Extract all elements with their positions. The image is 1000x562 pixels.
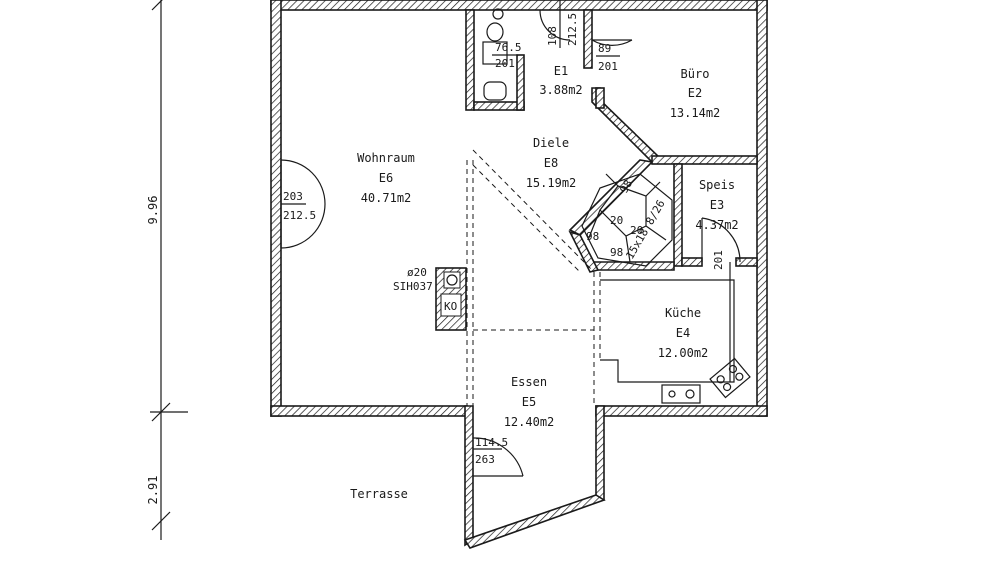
room-essen: Essen E5 12.40m2 [504,375,555,429]
room-code: E5 [522,395,536,409]
dashed-boundaries [466,149,601,406]
room-code: E3 [710,198,724,212]
room-name: Wohnraum [357,151,415,165]
room-buero: Büro E2 13.14m2 [670,67,721,120]
chimney-size: ø20 [407,266,427,279]
room-area: 12.00m2 [658,346,709,360]
stair-step-1: 20 [630,224,643,237]
essen-door-top: 114.5 [475,436,508,449]
buero-door-bottom: 201 [598,60,618,73]
speis-door-label: 201 [712,250,725,270]
room-code: E2 [688,86,702,100]
room-code: E8 [544,156,558,170]
wohnraum-window-bottom: 212.5 [283,209,316,222]
dimension-line [150,0,188,540]
room-code: E1 [554,64,568,78]
stair-step-2: 20 [610,214,623,227]
room-name: Diele [533,136,569,150]
room-area: 13.14m2 [670,106,721,120]
room-name: Büro [681,67,710,81]
room-speis: Speis E3 4.37m2 [695,178,738,232]
room-diele: Diele E8 15.19m2 [526,136,577,190]
room-code: E4 [676,326,690,340]
buero-door-top: 89 [598,42,611,55]
wc-door-top: 108 [546,26,559,46]
chimney-type: SIH037 [393,280,433,293]
terrasse-label: Terrasse [350,487,408,501]
room-code: E6 [379,171,393,185]
stair-step-4: 98 [586,230,599,243]
wc-window-bottom: 201 [495,57,515,70]
wohnraum-window-top: 203 [283,190,303,203]
kitchen-appliances [661,357,751,404]
door-swings [280,9,741,477]
terrace-depth-dimension: 2.91 [146,476,160,505]
overall-height-dimension: 9.96 [146,196,160,225]
room-name: Küche [665,306,701,320]
room-kueche: Küche E4 12.00m2 [658,306,709,360]
outer-walls [270,0,768,549]
chimney-ko: KO [444,300,457,313]
room-area: 12.40m2 [504,415,555,429]
room-area: 4.37m2 [695,218,738,232]
interior-walls [465,9,758,383]
wc-fixtures [482,8,508,101]
chimney [435,267,467,331]
staircase [581,173,673,267]
room-wohnraum: Wohnraum E6 40.71m2 [357,151,415,205]
room-wc: E1 3.88m2 [539,64,582,97]
wc-window-top: 76.5 [495,41,522,54]
stair-step-3: 98 [610,246,623,259]
room-area: 40.71m2 [361,191,412,205]
essen-door-bottom: 263 [475,453,495,466]
wc-door-bottom: 212.5 [566,13,579,46]
room-area: 3.88m2 [539,83,582,97]
stair-step-5: 98 [617,178,635,196]
room-name: Essen [511,375,547,389]
room-area: 15.19m2 [526,176,577,190]
room-name: Speis [699,178,735,192]
